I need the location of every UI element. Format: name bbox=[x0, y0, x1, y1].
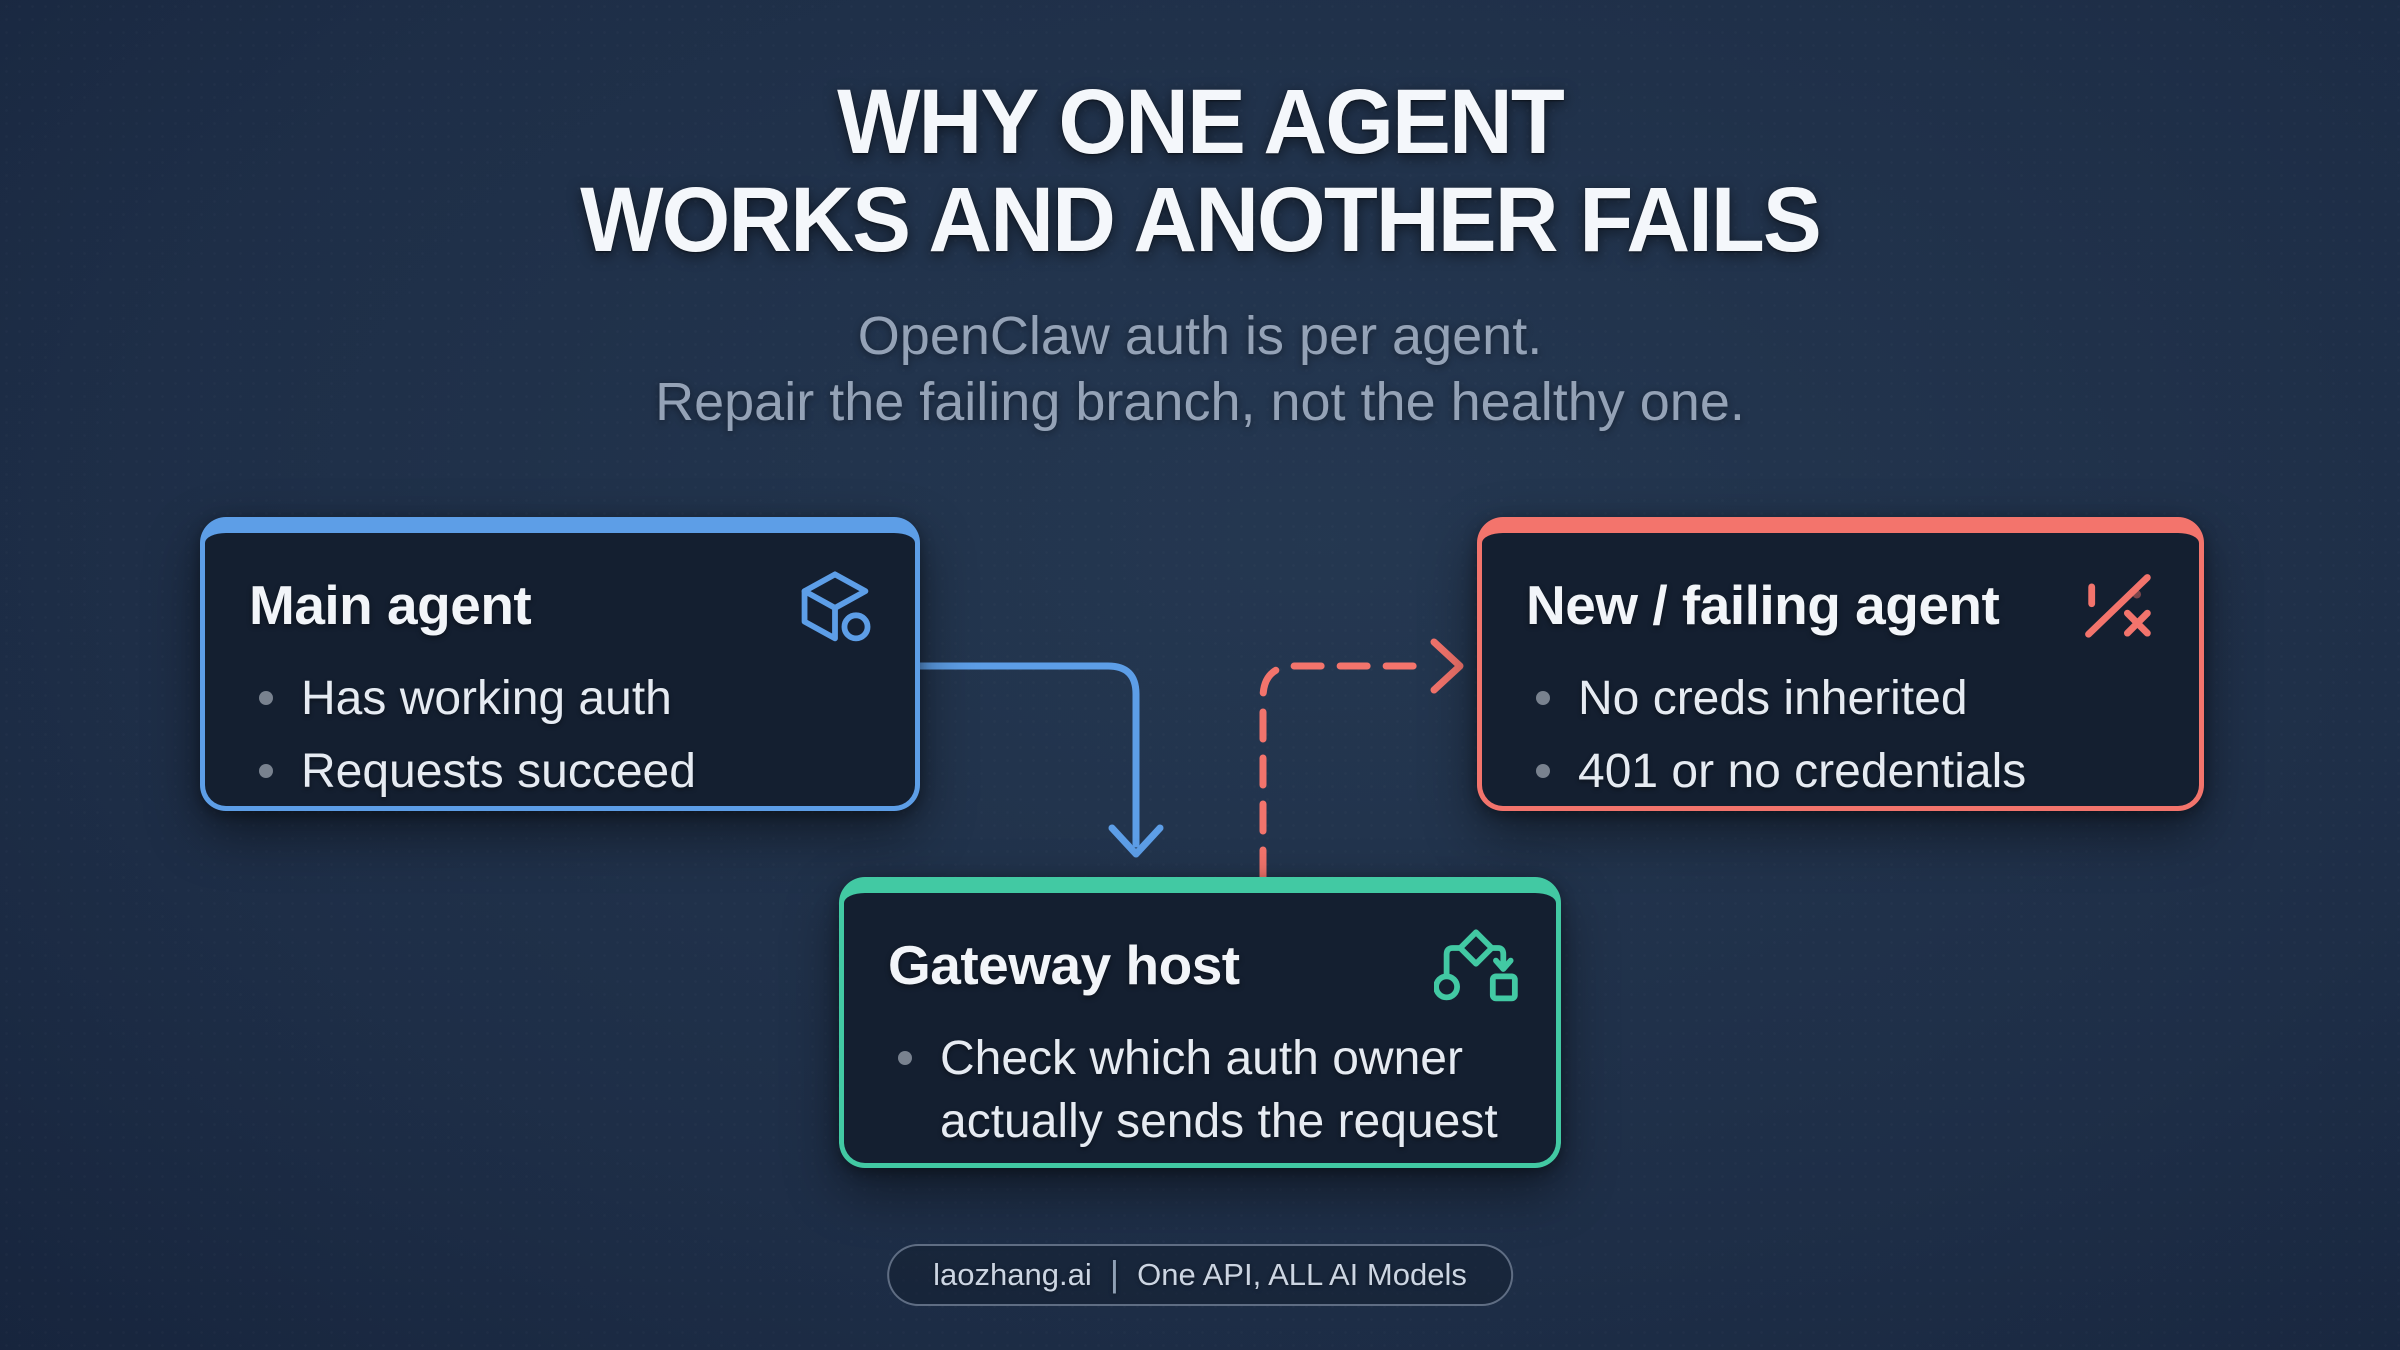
list-item: Check which auth owner actually sends th… bbox=[888, 1027, 1530, 1154]
footer-divider: | bbox=[1109, 1252, 1120, 1294]
list-item: 401 or no credentials bbox=[1526, 740, 2173, 803]
failing-agent-bullets: No creds inherited 401 or no credentials bbox=[1482, 667, 2199, 804]
failing-agent-node: New / failing agent No creds inherited 4… bbox=[1477, 517, 2204, 811]
main-agent-bullets: Has working auth Requests succeed bbox=[205, 667, 915, 804]
gateway-host-header: Gateway host bbox=[844, 893, 1556, 1011]
gateway-to-failing-connector bbox=[1259, 638, 1464, 881]
flowchart-icon bbox=[1434, 929, 1518, 1002]
gateway-host-bullets: Check which auth owner actually sends th… bbox=[844, 1027, 1556, 1154]
footer-badge: laozhang.ai | One API, ALL AI Models bbox=[887, 1244, 1513, 1306]
footer-brand: laozhang.ai bbox=[933, 1257, 1092, 1292]
failing-agent-title: New / failing agent bbox=[1526, 574, 2000, 636]
page-subtitle-line2: Repair the failing branch, not the healt… bbox=[655, 371, 1745, 432]
page-subtitle: OpenClaw auth is per agent. Repair the f… bbox=[0, 304, 2400, 436]
gateway-host-node: Gateway host Check which auth owner actu… bbox=[839, 877, 1561, 1168]
main-agent-header: Main agent bbox=[205, 533, 915, 651]
page-title-line1: WHY ONE AGENT bbox=[837, 71, 1565, 173]
cube-icon bbox=[801, 571, 871, 642]
page-title-line2: WORKS AND ANOTHER FAILS bbox=[580, 168, 1822, 271]
main-agent-node: Main agent Has working auth Requests suc… bbox=[200, 517, 920, 811]
main-agent-title: Main agent bbox=[249, 574, 532, 636]
list-item: Requests succeed bbox=[249, 740, 889, 803]
main-to-gateway-connector bbox=[916, 662, 1164, 858]
list-item: No creds inherited bbox=[1526, 667, 2173, 730]
page-title: WHY ONE AGENT WORKS AND ANOTHER FAILS bbox=[0, 71, 2400, 271]
gateway-host-title: Gateway host bbox=[888, 934, 1240, 996]
footer-tagline: One API, ALL AI Models bbox=[1137, 1257, 1467, 1292]
failing-agent-header: New / failing agent bbox=[1482, 533, 2199, 651]
arrow-right-icon bbox=[1430, 638, 1464, 694]
broken-slash-icon bbox=[2085, 574, 2151, 638]
list-item: Has working auth bbox=[249, 667, 889, 730]
page-subtitle-line1: OpenClaw auth is per agent. bbox=[857, 306, 1543, 366]
arrow-down-icon bbox=[1108, 824, 1164, 858]
